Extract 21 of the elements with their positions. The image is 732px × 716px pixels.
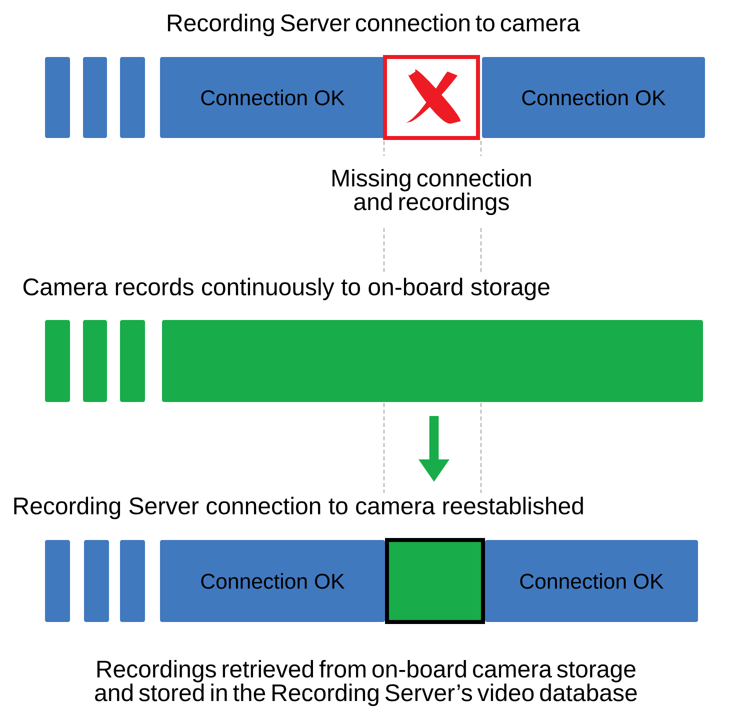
bar (45, 57, 70, 138)
bar (120, 320, 145, 402)
bar (162, 320, 703, 402)
heading: Camera records continuously to on-board storage (23, 278, 550, 300)
status-box (385, 538, 485, 624)
status-bar: Connection OK (160, 540, 385, 622)
status-bar: Connection OK (485, 540, 698, 622)
status-box (383, 55, 480, 140)
status-bar: Connection OK (482, 57, 705, 138)
node-label: Missing connection and recordings (332, 168, 531, 216)
caption: Recordings retrieved from on-board camera storage and stored in the Recording Server’s video database (95, 660, 637, 706)
heading: Recording Server connection to camera reestablished (14, 496, 583, 520)
heading: Recording Server connection to camera (168, 14, 580, 36)
status-bar: Connection OK (160, 57, 385, 138)
bar (84, 540, 109, 622)
bar (83, 320, 107, 402)
bar (45, 540, 70, 622)
bar (83, 57, 107, 138)
bar (120, 540, 145, 622)
bar (45, 320, 70, 402)
bar (120, 57, 145, 138)
